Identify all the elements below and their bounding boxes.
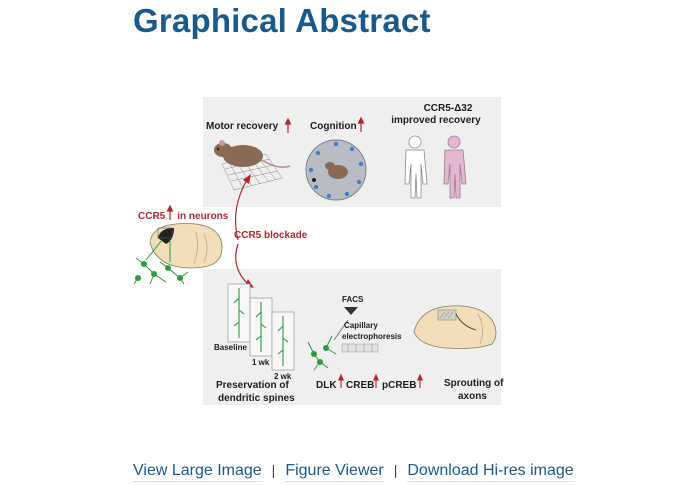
- link-separator: |: [393, 462, 398, 478]
- dendrite-card-2wk: [271, 311, 295, 371]
- capillary-strip-icon: [341, 343, 379, 353]
- page-title: Graphical Abstract: [133, 2, 431, 39]
- ccr5-delta32-label: CCR5-Δ32: [424, 103, 473, 114]
- facs-funnel-icon: [344, 307, 358, 315]
- graphical-abstract-figure: Motor recovery Cognition CC: [133, 97, 504, 405]
- motor-recovery-label: Motor recovery: [206, 121, 279, 132]
- neurons-icon: [133, 239, 189, 285]
- capillary-label: Capillary: [344, 321, 378, 330]
- dendrite-card-1wk: [249, 297, 273, 357]
- improved-recovery-label: improved recovery: [391, 115, 481, 126]
- view-large-image-link[interactable]: View Large Image: [133, 462, 262, 482]
- arrow-head-icon: [243, 174, 251, 184]
- neurons-icon: [307, 335, 337, 371]
- dlk-label: DLK: [316, 380, 337, 391]
- up-arrow-icon: [166, 204, 174, 220]
- mouse-icon: [214, 140, 291, 168]
- cognition-label: Cognition: [310, 121, 357, 132]
- dendrite-card-baseline: [227, 283, 251, 343]
- human-figure-icon: [443, 135, 467, 199]
- preservation-label: Preservation of: [216, 380, 289, 391]
- brain-sprouting-icon: [413, 305, 497, 349]
- figure-viewer-link[interactable]: Figure Viewer: [285, 462, 384, 482]
- link-separator: |: [271, 462, 276, 478]
- pcreb-label: pCREB: [382, 380, 416, 391]
- dendritic-spines-label: dendritic spines: [218, 393, 295, 404]
- up-arrow-icon: [416, 373, 424, 388]
- water-maze-icon: [305, 139, 367, 201]
- arrow-icon: [333, 319, 349, 341]
- axons-label: axons: [458, 391, 487, 402]
- ccr5-blockade-label: CCR5 blockade: [234, 230, 308, 241]
- up-arrow-icon: [284, 117, 292, 133]
- arrow-up-curve: [234, 177, 249, 241]
- baseline-label: Baseline: [214, 343, 247, 352]
- creb-label: CREB: [346, 380, 374, 391]
- up-arrow-icon: [372, 373, 380, 388]
- mouse-brain-icon: [149, 223, 223, 269]
- download-hires-link[interactable]: Download Hi-res image: [407, 462, 574, 482]
- 1wk-label: 1 wk: [252, 358, 270, 367]
- sprouting-label: Sprouting of: [444, 378, 504, 389]
- up-arrow-icon: [357, 116, 365, 132]
- up-arrow-icon: [337, 373, 345, 388]
- image-links-bar: View Large Image | Figure Viewer | Download …: [133, 462, 574, 482]
- human-figure-icon: [404, 135, 428, 199]
- facs-label: FACS: [342, 295, 364, 304]
- electrophoresis-label: electrophoresis: [342, 332, 402, 341]
- 2wk-label: 2 wk: [274, 372, 292, 381]
